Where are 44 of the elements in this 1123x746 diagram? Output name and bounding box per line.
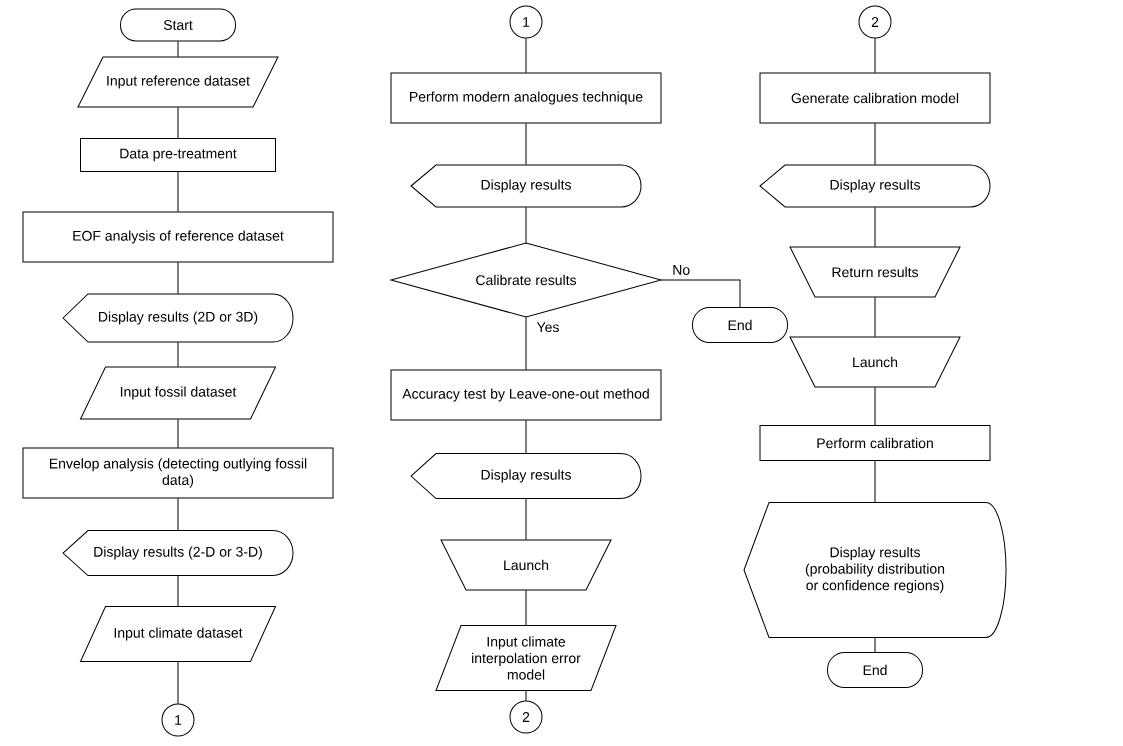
process-box: Envelop analysis (detecting outlying fossil data) (22, 447, 334, 499)
connector-line (177, 341, 179, 368)
manual-operation-trapezoid: Launch (789, 336, 961, 388)
connector-line (177, 497, 179, 531)
edge-label: No (671, 264, 692, 276)
process-box: Data pre-treatment (80, 138, 276, 172)
input-parallelogram: Input climate dataset (80, 606, 276, 662)
connector-line (874, 37, 876, 74)
connector-line (874, 637, 876, 653)
edge-label: Yes (535, 321, 561, 334)
connector-line (177, 171, 179, 213)
terminator: End (692, 307, 788, 343)
terminator: End (827, 652, 923, 688)
connector-line (525, 206, 527, 244)
input-parallelogram: Input fossil dataset (80, 366, 276, 420)
connector-line (874, 386, 876, 426)
connector-line (525, 589, 527, 626)
connector-line (525, 316, 527, 371)
connector-line (177, 661, 179, 705)
input-parallelogram: Input reference dataset (77, 56, 279, 108)
manual-operation-trapezoid: Launch (440, 539, 612, 591)
connector-line (177, 106, 179, 139)
process-box: Perform modern analogues technique (390, 72, 662, 124)
process-box: Perform calibration (759, 425, 991, 461)
connector-line (177, 575, 179, 607)
connector-line (525, 498, 527, 541)
input-parallelogram: Input climate interpolation error model (435, 625, 617, 691)
connector-line (525, 419, 527, 454)
connector-line (525, 122, 527, 166)
connector-line (177, 261, 179, 295)
connector-line (525, 37, 527, 74)
connector-line (177, 40, 179, 58)
process-box: EOF analysis of reference dataset (22, 211, 334, 263)
process-box: Accuracy test by Leave-one-out method (390, 369, 662, 421)
connector-line (525, 690, 527, 702)
terminator: Start (120, 8, 236, 42)
connector-line (874, 122, 876, 166)
connector-line (874, 296, 876, 338)
connector-line (874, 206, 876, 248)
connector-line (177, 418, 179, 449)
connector-line (874, 460, 876, 503)
connector-line (660, 279, 741, 308)
manual-operation-trapezoid: Return results (789, 246, 961, 298)
process-box: Generate calibration model (759, 72, 991, 124)
